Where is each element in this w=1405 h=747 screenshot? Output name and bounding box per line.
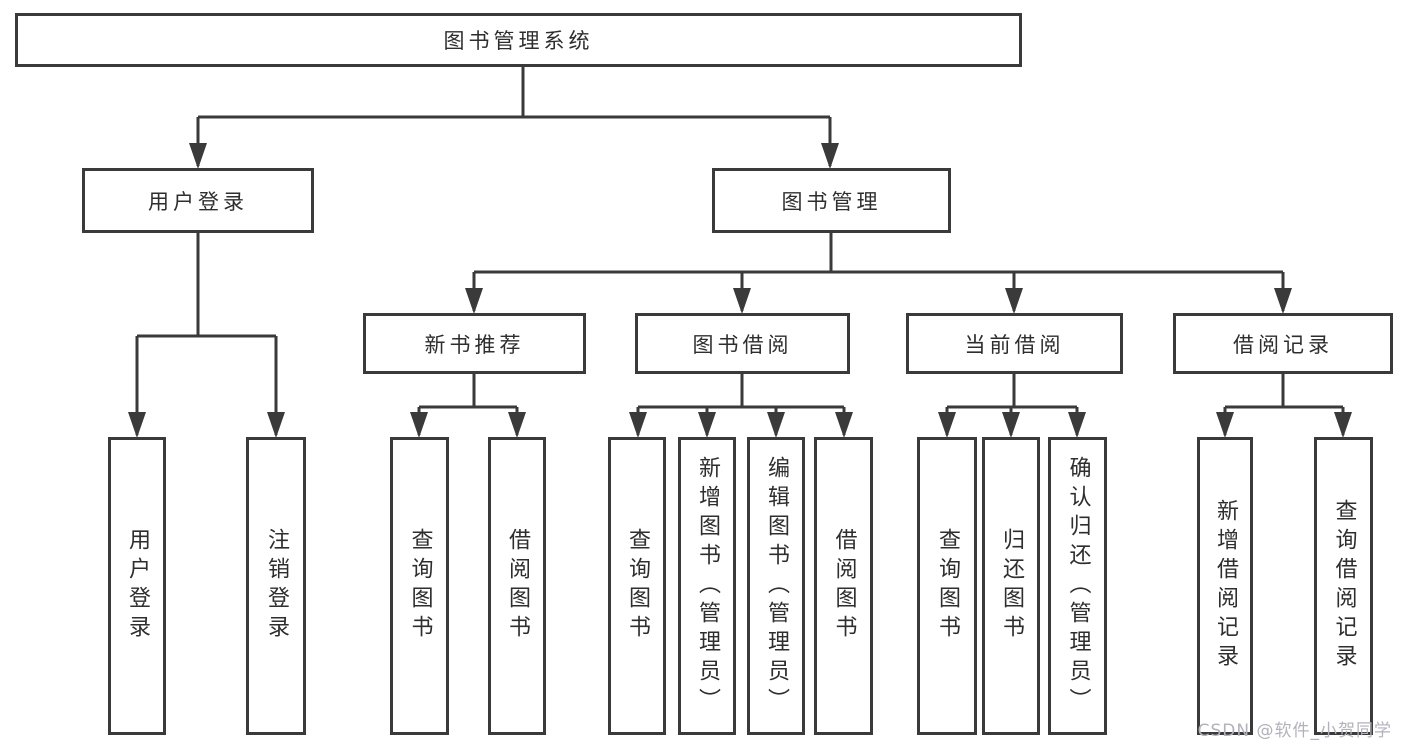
node-root-label: 图书管理系统 — [443, 29, 594, 53]
arrow-down-icon — [835, 412, 853, 438]
leaf-label: 注销登录 — [264, 528, 289, 644]
arrow-down-icon — [629, 412, 647, 438]
arrow-down-icon — [1068, 412, 1086, 438]
leaf-borrow-books: 借阅图书 — [488, 437, 546, 735]
arrowheads — [128, 143, 1352, 438]
leaf-label: 用户登录 — [125, 528, 150, 644]
node-book-management-label: 图书管理 — [781, 189, 882, 214]
leaf-label: 借阅图书 — [831, 528, 857, 644]
arrow-down-icon — [1002, 412, 1020, 438]
node-user-login-label: 用户登录 — [148, 189, 248, 214]
arrow-down-icon — [189, 143, 207, 169]
arrow-down-icon — [821, 143, 839, 169]
arrow-down-icon — [1216, 412, 1234, 438]
node-label: 新书推荐 — [424, 332, 525, 357]
leaf-confirm-return-admin: 确认归还（管理员） — [1048, 437, 1107, 735]
node-current-borrowing: 当前借阅 — [906, 313, 1123, 374]
leaf-user-login: 用户登录 — [108, 437, 166, 735]
leaf-edit-books-admin: 编辑图书（管理员） — [747, 437, 805, 735]
node-label: 图书借阅 — [692, 332, 793, 357]
arrow-down-icon — [465, 288, 483, 314]
leaf-label: 借阅图书 — [505, 528, 530, 644]
leaf-label: 新增借阅记录 — [1213, 499, 1238, 673]
leaf-add-books-admin: 新增图书（管理员） — [678, 437, 736, 735]
leaf-add-borrow-record: 新增借阅记录 — [1197, 437, 1253, 735]
arrow-down-icon — [508, 412, 526, 438]
leaf-logout: 注销登录 — [246, 437, 306, 735]
arrow-down-icon — [410, 412, 428, 438]
arrow-down-icon — [128, 412, 146, 438]
arrow-down-icon — [698, 412, 716, 438]
node-label: 当前借阅 — [964, 332, 1065, 357]
leaf-label: 查询图书 — [935, 528, 960, 644]
leaf-label: 查询图书 — [407, 528, 433, 644]
connector-paths — [135, 67, 1345, 435]
node-book-management: 图书管理 — [712, 168, 951, 233]
leaf-query-books: 查询图书 — [390, 437, 449, 735]
arrow-down-icon — [267, 412, 285, 438]
leaf-label: 编辑图书（管理员） — [764, 455, 789, 717]
leaf-query-books: 查询图书 — [917, 437, 977, 735]
arrow-down-icon — [733, 288, 751, 314]
node-book-borrowing: 图书借阅 — [635, 313, 850, 374]
leaf-label: 归还图书 — [999, 528, 1024, 644]
leaf-return-books: 归还图书 — [982, 437, 1040, 735]
csdn-watermark: CSDN @软件_小贺同学 — [1197, 721, 1392, 741]
node-new-book-recommendation: 新书推荐 — [363, 313, 586, 374]
arrow-down-icon — [938, 412, 956, 438]
leaf-label: 新增图书（管理员） — [695, 455, 720, 717]
leaf-query-borrow-record: 查询借阅记录 — [1314, 437, 1373, 735]
node-borrowing-records: 借阅记录 — [1173, 313, 1393, 374]
node-root: 图书管理系统 — [15, 13, 1022, 67]
arrow-down-icon — [1274, 288, 1292, 314]
arrow-down-icon — [1005, 288, 1023, 314]
leaf-borrow-books: 借阅图书 — [814, 437, 873, 735]
leaf-query-books: 查询图书 — [608, 437, 666, 735]
leaf-label: 查询图书 — [625, 528, 650, 644]
arrow-down-icon — [1334, 412, 1352, 438]
leaf-label: 确认归还（管理员） — [1065, 455, 1091, 717]
leaf-label: 查询借阅记录 — [1331, 499, 1357, 673]
node-user-login: 用户登录 — [82, 168, 314, 233]
arrow-down-icon — [767, 412, 785, 438]
node-label: 借阅记录 — [1233, 332, 1333, 357]
